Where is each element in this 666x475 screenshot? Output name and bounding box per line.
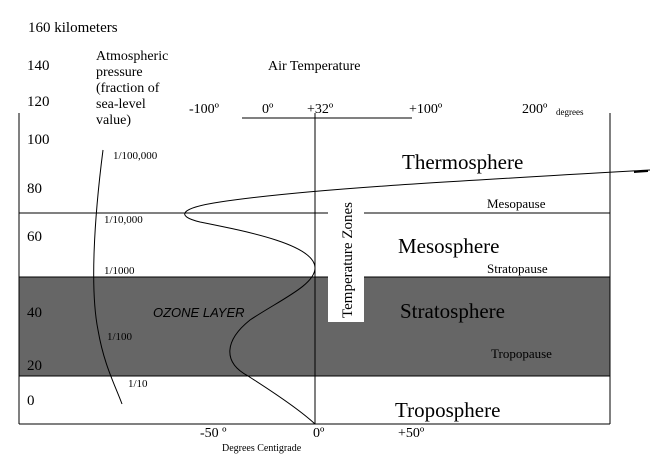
pressure-title-line-2: pressure	[96, 65, 143, 80]
zone-troposphere: Troposphere	[395, 398, 501, 422]
pressure-title-line-5: value)	[96, 113, 131, 128]
temperature-zones-label: Temperature Zones	[340, 202, 356, 318]
fahrenheit-unit-label: degrees	[556, 107, 584, 117]
degrees-centigrade-label: Degrees Centigrade	[222, 443, 302, 454]
altitude-tick-100: 100	[27, 132, 50, 148]
celsius-tick-50: +50º	[398, 426, 425, 441]
boundary-stratopause: Stratopause	[487, 261, 548, 276]
celsius-tick-0: 0º	[313, 426, 325, 441]
zone-mesosphere: Mesosphere	[398, 234, 500, 258]
air-temperature-title: Air Temperature	[268, 59, 361, 74]
boundary-tropopause: Tropopause	[491, 346, 552, 361]
pressure-label-1-100000: 1/100,000	[113, 150, 158, 162]
altitude-tick-0: 0	[27, 393, 35, 409]
altitude-tick-20: 20	[27, 358, 42, 374]
pressure-title-line-3: (fraction of	[96, 81, 160, 96]
altitude-tick-80: 80	[27, 181, 42, 197]
zone-thermosphere: Thermosphere	[402, 150, 524, 174]
celsius-tick-minus-50: -50 º	[200, 426, 227, 441]
fahrenheit-tick-200: 200º	[522, 102, 548, 117]
pressure-label-1-1000: 1/1000	[104, 265, 135, 277]
ozone-layer-label: OZONE LAYER	[153, 305, 245, 320]
temperature-curve	[184, 169, 651, 425]
pressure-title-line-1: Atmospheric	[96, 49, 169, 64]
pressure-label-1-100: 1/100	[107, 331, 133, 343]
fahrenheit-tick-32: +32º	[307, 102, 334, 117]
pressure-title: Atmospheric pressure (fraction of sea-le…	[96, 49, 168, 129]
pressure-curve	[93, 149, 123, 405]
fahrenheit-tick-minus-100: -100º	[189, 102, 220, 117]
altitude-tick-120: 120	[27, 94, 50, 110]
altitude-unit-label: 160 kilometers	[28, 20, 118, 36]
altitude-tick-60: 60	[27, 229, 42, 245]
temperature-curve-arrow	[633, 170, 649, 173]
zone-stratosphere: Stratosphere	[400, 299, 505, 323]
altitude-tick-40: 40	[27, 305, 42, 321]
pressure-label-1-10000: 1/10,000	[104, 214, 143, 226]
altitude-tick-140: 140	[27, 58, 50, 74]
fahrenheit-tick-0: 0º	[262, 102, 274, 117]
fahrenheit-tick-100: +100º	[409, 102, 443, 117]
boundary-mesopause: Mesopause	[487, 196, 546, 211]
pressure-title-line-4: sea-level	[96, 97, 146, 112]
pressure-label-1-10: 1/10	[128, 378, 148, 390]
temperature-zones-box	[328, 192, 364, 322]
